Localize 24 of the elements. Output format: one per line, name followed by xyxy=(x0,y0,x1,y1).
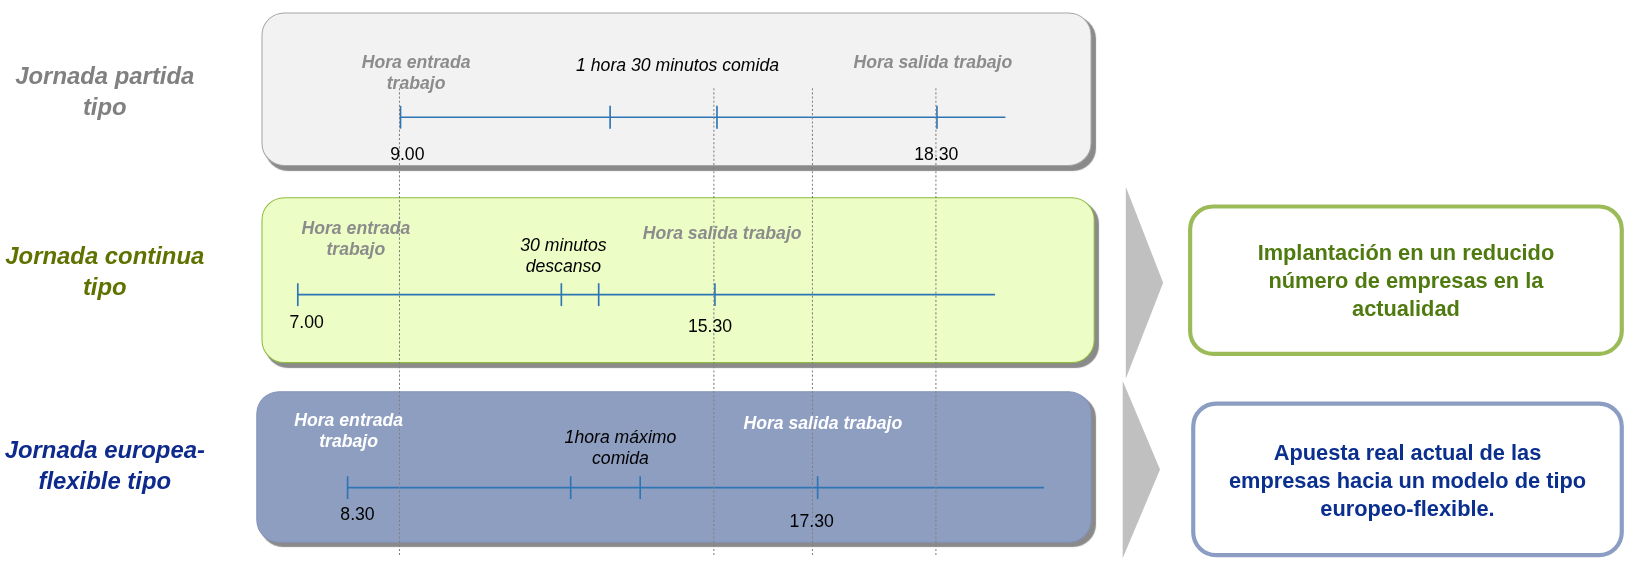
row-heading: Jornada partida tipo xyxy=(14,61,196,123)
time-value: 9.00 xyxy=(390,144,425,165)
time-value: 18.30 xyxy=(914,144,959,165)
row-heading: Jornada continua tipo xyxy=(4,240,206,302)
result-box xyxy=(1191,401,1624,558)
time-label: Hora entrada trabajo xyxy=(293,410,405,453)
time-label: Hora entrada trabajo xyxy=(300,218,412,261)
time-value: 17.30 xyxy=(789,511,834,533)
time-value: 7.00 xyxy=(289,312,324,334)
time-label: Hora salida trabajo xyxy=(852,52,1014,74)
time-label: 1 hora 30 minutos comida xyxy=(575,55,781,76)
time-value: 15.30 xyxy=(687,316,733,338)
time-label: 30 minutos descanso xyxy=(519,235,608,278)
chevron-arrow xyxy=(1122,380,1161,559)
row-heading: Jornada europea-flexible tipo xyxy=(3,434,206,496)
time-label: Hora salida trabajo xyxy=(641,223,803,244)
time-label: Hora salida trabajo xyxy=(742,412,904,434)
result-box xyxy=(1188,204,1624,356)
time-label: 1hora máximo comida xyxy=(563,427,678,469)
time-label: Hora entrada trabajo xyxy=(360,52,472,95)
chevron-arrow xyxy=(1125,186,1164,379)
result-text: Apuesta real actual de las empresas hacia un modelo de tipo europeo-flexible. xyxy=(1227,438,1588,522)
result-text: Implantación en un reducido número de empresas en la actualidad xyxy=(1256,239,1556,323)
time-value: 8.30 xyxy=(340,504,375,526)
